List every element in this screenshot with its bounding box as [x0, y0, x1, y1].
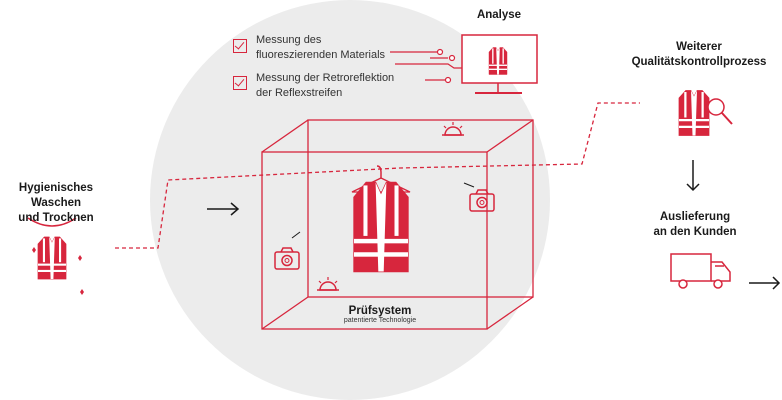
system-title: Prüfsystem	[348, 305, 412, 317]
connector-lines	[390, 48, 462, 84]
check-icon	[233, 76, 247, 90]
background-circle	[150, 0, 550, 400]
analysis-title: Analyse	[476, 9, 522, 21]
quality-vest-icon	[678, 90, 733, 136]
arrow-icon	[686, 160, 700, 192]
truck-icon	[670, 253, 731, 289]
washing-label: Hygienisches Waschen und Trocknen	[18, 182, 94, 224]
monitor-icon	[461, 34, 538, 94]
washing-vest-icon	[27, 217, 84, 295]
check-label-retroreflection: Messung der Retroreflektion der Reflexst…	[256, 72, 395, 99]
check-icon	[233, 39, 247, 53]
delivery-label: Auslieferung an den Kunden	[653, 211, 737, 238]
system-subtitle: patentierte Technologie	[343, 317, 417, 324]
arrow-icon	[207, 202, 240, 216]
main-vest-icon	[351, 165, 411, 273]
pruefsystem-cube	[261, 119, 534, 330]
quality-label: Weiterer Qualitätskontrollprozess	[631, 41, 767, 68]
check-label-fluorescence: Messung des fluoreszierenden Materials	[256, 34, 386, 61]
arrow-icon	[749, 276, 781, 290]
process-path	[115, 102, 640, 249]
